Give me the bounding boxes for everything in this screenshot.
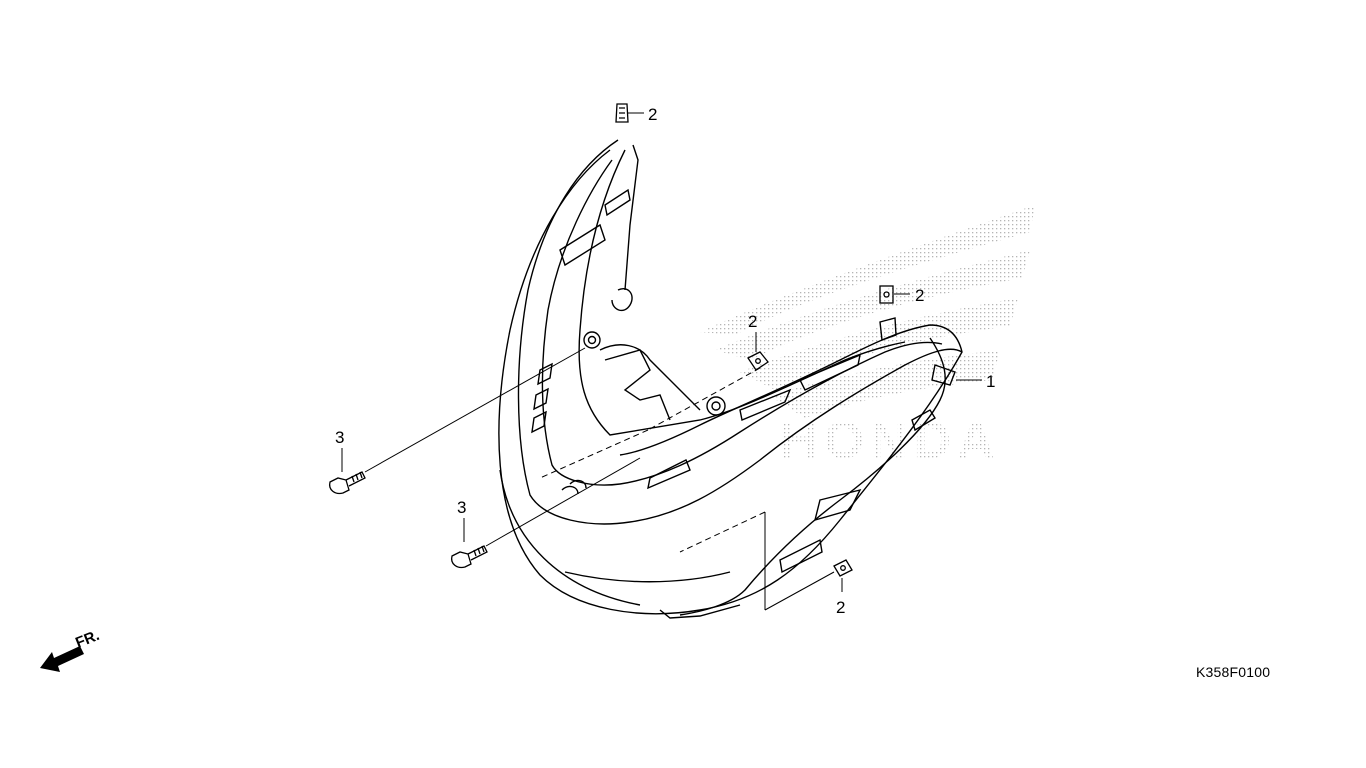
leader-lines [341, 112, 982, 611]
callout-part-2-right-nut: 2 [915, 286, 924, 305]
honda-wing-watermark: HONDA [700, 205, 1035, 470]
callout-part-1-cover: 1 [986, 372, 995, 391]
top-clip-part [615, 103, 629, 123]
left-screw-part [329, 471, 366, 495]
front-cover-part [498, 139, 963, 619]
lower-screw-part [451, 545, 488, 569]
callout-part-2-top-clip: 2 [648, 105, 657, 124]
callout-part-3-left-screw: 3 [335, 428, 344, 447]
center-speed-nut-part [747, 351, 769, 371]
callout-part-2-bottom-nut: 2 [836, 598, 845, 617]
callout-part-2-center-nut: 2 [748, 312, 757, 331]
diagram-code: K358F0100 [1196, 664, 1271, 680]
front-direction-arrow-icon: FR. [40, 627, 102, 672]
front-direction-label: FR. [73, 627, 102, 652]
bottom-speed-nut-part [833, 559, 853, 577]
callout-part-3-lower-screw: 3 [457, 498, 466, 517]
right-speed-nut-part [879, 285, 894, 304]
callouts: 2 2 2 1 2 3 3 [335, 105, 995, 617]
